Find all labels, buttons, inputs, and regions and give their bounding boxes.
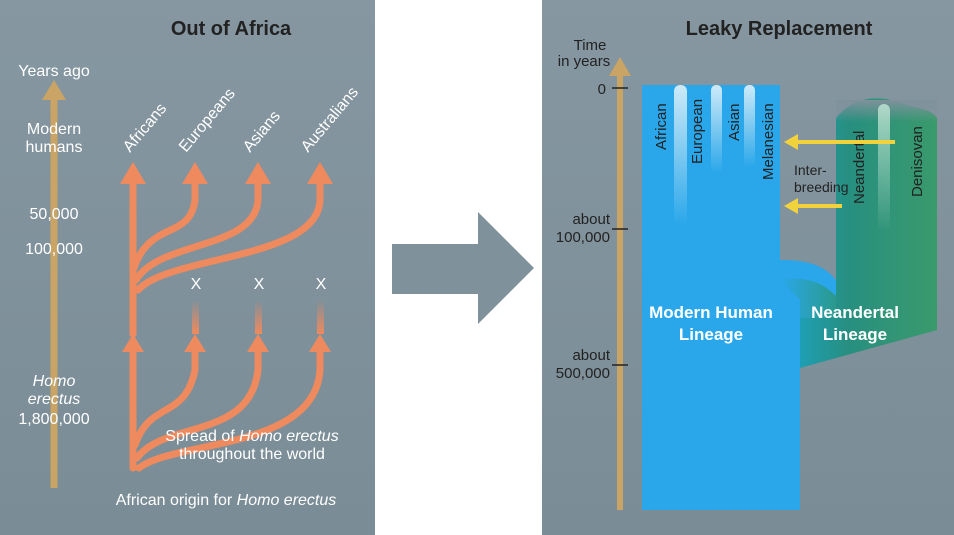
- homo-label-line1: Homo: [33, 373, 76, 390]
- transition-arrow-icon: [392, 212, 534, 324]
- lineage-label-melanesian: Melanesian: [760, 103, 777, 180]
- spread-caption-line1: Spread of Homo erectus: [165, 428, 338, 445]
- modern-spread-tree: [129, 178, 324, 338]
- right-label-about-1: about: [572, 211, 610, 228]
- split-african-european: [674, 85, 687, 225]
- split-asian-melanesian: [744, 85, 755, 167]
- erectus-branch-1: [131, 348, 199, 449]
- erectus-spread-tree: [129, 346, 324, 472]
- interbreeding-arrows: [784, 134, 895, 214]
- neandertal-denisovan-split: [878, 104, 890, 232]
- erectus-trunk-arrow: [122, 334, 144, 352]
- left-label-100000: 100,000: [25, 241, 83, 258]
- erectus-branch-2-arrow: [247, 334, 269, 352]
- neandertal-lineage-label-line2: Lineage: [823, 325, 887, 344]
- modern-lineage-label-line1: Modern Human: [649, 303, 773, 322]
- origin-caption: African origin for Homo erectus: [116, 492, 337, 509]
- neandertal-block: [800, 98, 937, 368]
- split-european-asian: [711, 85, 722, 173]
- lineage-label-denisovan: Denisovan: [909, 126, 926, 197]
- right-label-100000: 100,000: [556, 229, 610, 246]
- erectus-branch-1-arrow: [184, 334, 206, 352]
- interbreeding-label-line2: breeding: [794, 179, 849, 195]
- right-panel-title: Leaky Replacement: [686, 18, 873, 40]
- left-label-50000: 50,000: [30, 206, 79, 223]
- right-label-500000: 500,000: [556, 365, 610, 382]
- erectus-branch-2: [133, 348, 262, 462]
- right-time-axis-arrowhead: [609, 57, 631, 76]
- faded-branch-1: [192, 300, 199, 334]
- modern-branch-australians: [134, 178, 324, 294]
- modern-branch-europeans: [130, 178, 199, 272]
- time-label-line2: in years: [558, 53, 611, 70]
- time-label-line1: Time: [574, 37, 607, 54]
- spread-caption-line2: throughout the world: [179, 446, 325, 463]
- origin-caption-prefix: African origin for: [116, 492, 237, 509]
- neandertal-lineage-label-line1: Neandertal: [811, 303, 899, 322]
- australians-arrow: [307, 162, 333, 184]
- erectus-branch-3-arrow: [309, 334, 331, 352]
- spread-caption-italic: Homo erectus: [239, 428, 339, 445]
- lineage-label-neandertal: Neandertal: [851, 131, 868, 204]
- right-label-0: 0: [598, 81, 606, 98]
- modern-human-block: [642, 85, 836, 510]
- interbreeding-label-line1: Inter-: [794, 162, 827, 178]
- left-label-1800000: 1,800,000: [18, 411, 89, 428]
- europeans-arrow: [182, 162, 208, 184]
- modern-humans-label-line2: humans: [26, 139, 83, 156]
- left-time-axis-arrowhead: [42, 80, 66, 100]
- interbreeding-arrowhead-bottom: [784, 198, 798, 214]
- years-ago-label: Years ago: [18, 63, 90, 80]
- origin-caption-italic: Homo erectus: [237, 492, 337, 509]
- spread-caption-prefix: Spread of: [165, 428, 239, 445]
- extinct-mark-1: X: [191, 276, 202, 293]
- modern-lineage-label-line2: Lineage: [679, 325, 743, 344]
- lineage-label-african: African: [653, 103, 670, 150]
- homo-label-line2: erectus: [28, 391, 80, 408]
- left-panel-title: Out of Africa: [171, 18, 292, 40]
- right-label-about-2: about: [572, 347, 610, 364]
- lineage-bridge: [780, 278, 836, 318]
- lineage-label-european: European: [689, 99, 706, 164]
- interbreeding-arrowhead-top: [784, 134, 798, 150]
- faded-branch-3: [317, 300, 324, 334]
- lineage-label-asian: Asian: [726, 103, 743, 141]
- modern-humans-label-line1: Modern: [27, 121, 81, 138]
- asians-arrow: [245, 162, 271, 184]
- modern-branch-asians: [132, 178, 262, 284]
- africans-arrow: [120, 162, 146, 184]
- extinct-mark-3: X: [316, 276, 327, 293]
- erectus-branch-3: [135, 348, 324, 472]
- faded-branch-2: [255, 300, 262, 334]
- extinct-mark-2: X: [254, 276, 265, 293]
